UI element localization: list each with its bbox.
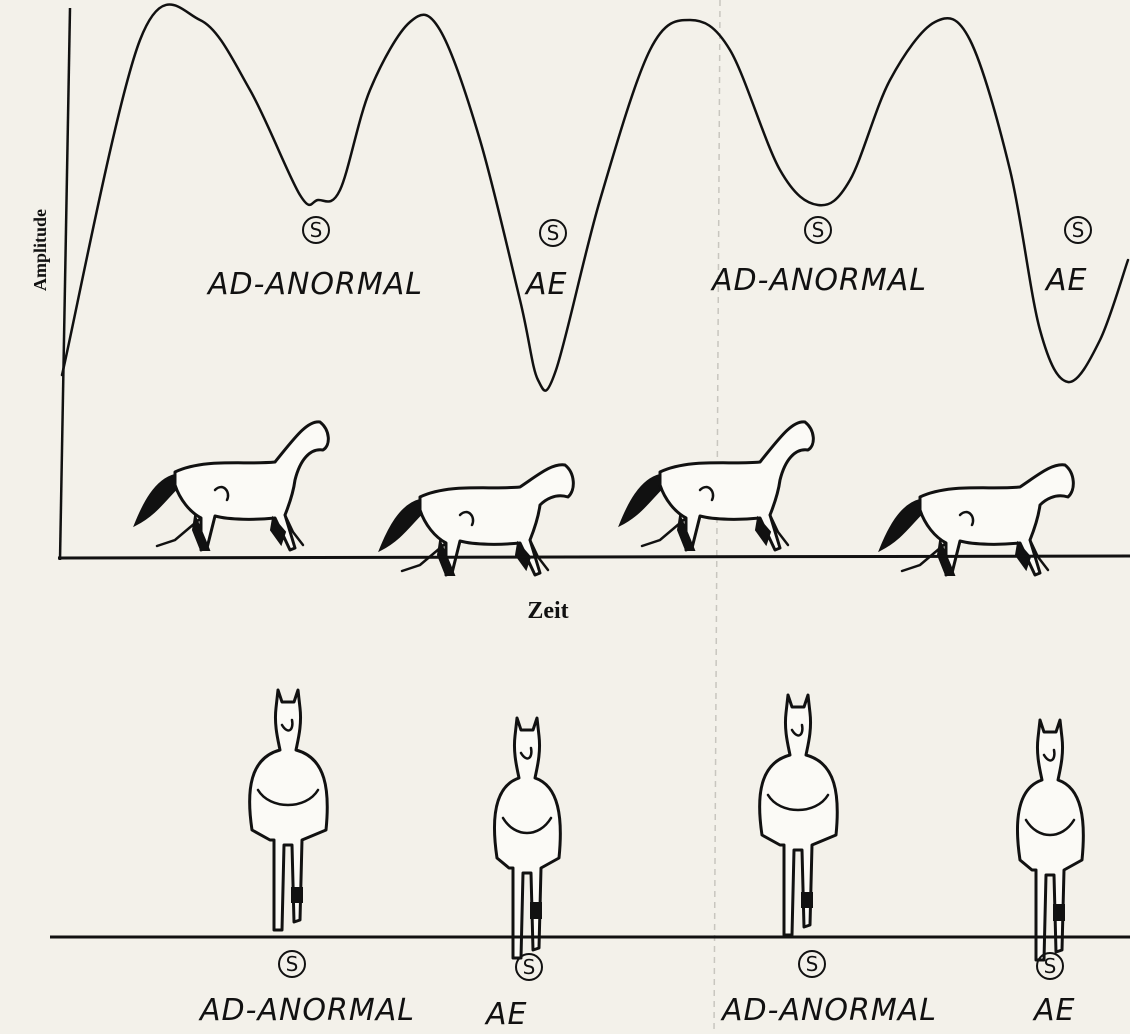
- stance-marker: S: [278, 950, 306, 978]
- svg-text:S: S: [1044, 954, 1057, 978]
- amplitude-curve: [60, 3, 1130, 392]
- side-horse: [878, 463, 1075, 577]
- x-axis: [57, 554, 1130, 560]
- stance-marker: S: [1036, 952, 1064, 980]
- svg-text:S: S: [286, 952, 299, 976]
- svg-text:S: S: [806, 952, 819, 976]
- y-axis: [58, 7, 72, 561]
- bottom-label: AE: [484, 997, 527, 1032]
- side-horse: [133, 420, 330, 552]
- svg-text:S: S: [812, 218, 825, 242]
- svg-text:S: S: [310, 218, 323, 242]
- top-label: AE: [524, 267, 567, 302]
- side-horse: [618, 420, 815, 552]
- front-horse: [758, 693, 839, 937]
- y-axis-label: Amplitude: [30, 209, 50, 291]
- front-horse: [1016, 718, 1085, 962]
- side-view-horses: [133, 420, 1075, 577]
- front-horse: [493, 716, 562, 960]
- svg-text:S: S: [523, 955, 536, 979]
- stance-marker: S: [1064, 216, 1092, 244]
- bottom-label: AE: [1032, 993, 1075, 1028]
- stance-marker: S: [539, 219, 567, 247]
- top-label: AD-ANORMAL: [206, 267, 423, 302]
- top-label: AD-ANORMAL: [710, 263, 927, 298]
- svg-text:S: S: [547, 221, 560, 245]
- front-horse: [248, 688, 329, 932]
- svg-text:S: S: [1072, 218, 1085, 242]
- top-label: AE: [1044, 263, 1087, 298]
- bottom-label: AD-ANORMAL: [720, 993, 937, 1028]
- front-view-horses: [248, 688, 1085, 962]
- stance-marker: S: [798, 950, 826, 978]
- stance-marker: S: [804, 216, 832, 244]
- stance-marker: S: [515, 953, 543, 981]
- bottom-label: AD-ANORMAL: [198, 993, 415, 1028]
- stance-marker: S: [302, 216, 330, 244]
- x-axis-label: Zeit: [527, 598, 568, 624]
